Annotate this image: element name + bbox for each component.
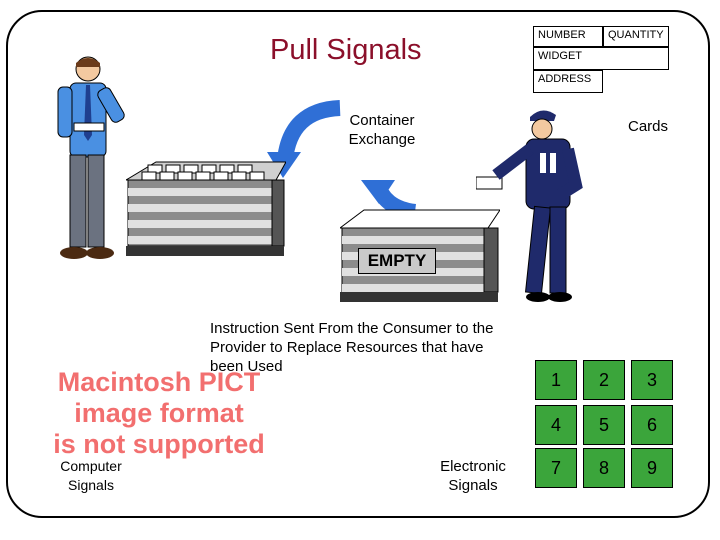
instruction-text: Instruction Sent From the Consumer to th…	[210, 320, 494, 375]
keypad-key: 7	[535, 448, 577, 488]
electronic-signals-label: Electronic Signals	[440, 458, 506, 494]
keypad-key: 1	[535, 360, 577, 400]
container-exchange-label: Container Exchange	[348, 112, 416, 148]
keypad-key: 3	[631, 360, 673, 400]
keypad: 1 2 3 4 5 6 7 8 9	[535, 360, 675, 490]
keypad-key: 9	[631, 448, 673, 488]
computer-signals-label: Computer Signals	[60, 458, 122, 493]
keypad-key: 8	[583, 448, 625, 488]
card-number-label: NUMBER	[538, 29, 586, 41]
slide-title: Pull Signals	[270, 34, 422, 66]
pict-unsupported-notice: Macintosh PICT image format is not suppo…	[53, 367, 265, 459]
card-widget-field: WIDGET	[533, 47, 669, 70]
keypad-key: 4	[535, 405, 577, 445]
businessman-illustration	[57, 56, 125, 259]
keypad-key: 6	[631, 405, 673, 445]
card-widget-label: WIDGET	[538, 50, 582, 62]
empty-sign: EMPTY	[358, 248, 436, 274]
keypad-key: 5	[583, 405, 625, 445]
card-quantity-label: QUANTITY	[608, 29, 664, 41]
card-address-field: ADDRESS	[533, 70, 603, 93]
full-container-illustration	[126, 161, 286, 256]
keypad-key: 2	[583, 360, 625, 400]
cards-label: Cards	[628, 118, 669, 135]
card-quantity-field: QUANTITY	[603, 26, 669, 47]
card-address-label: ADDRESS	[538, 73, 592, 85]
worker-illustration	[476, 110, 583, 302]
card-number-field: NUMBER	[533, 26, 603, 47]
